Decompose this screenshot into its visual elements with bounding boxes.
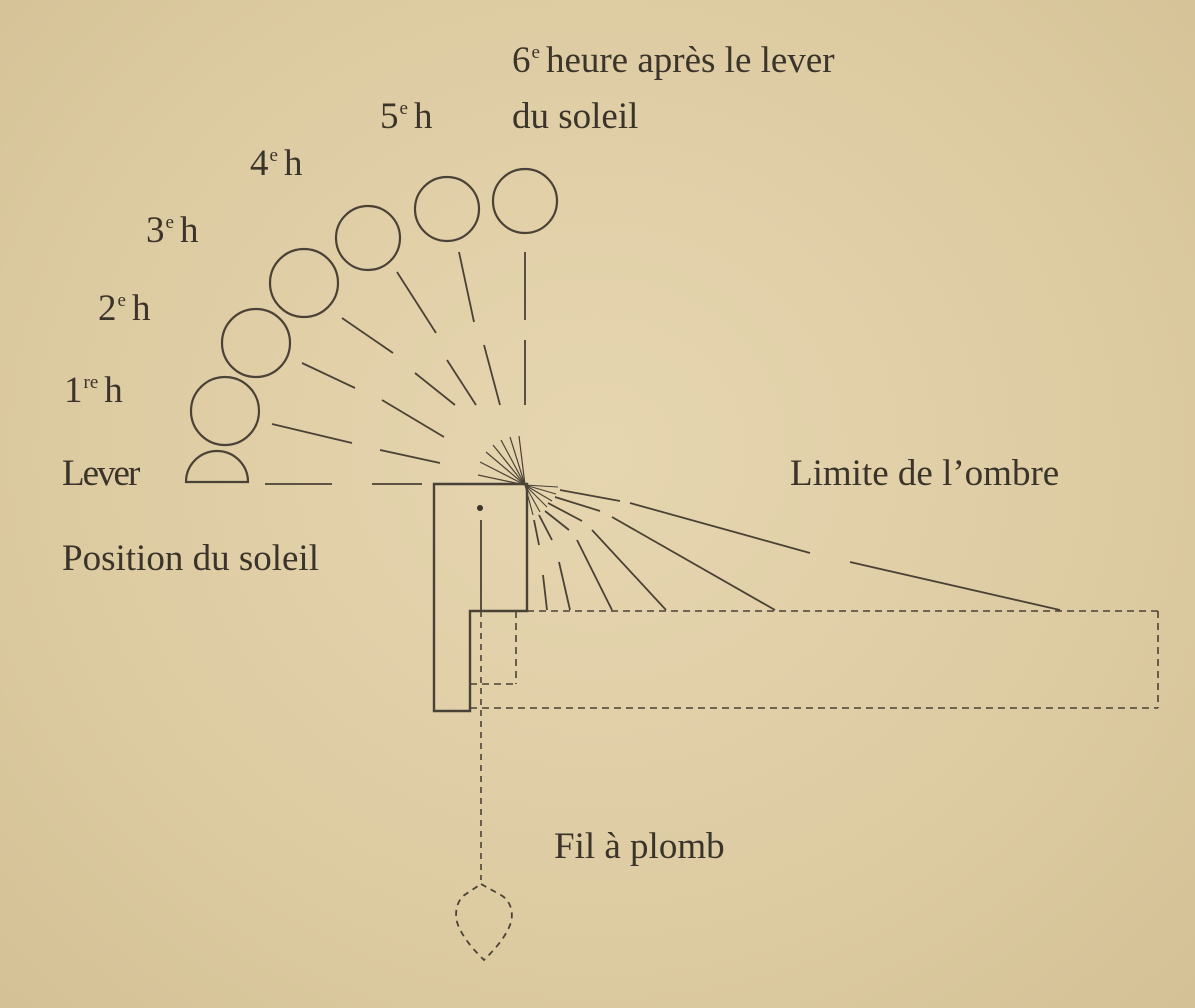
plumb-bob [455,882,513,962]
sun-hour-3 [268,247,340,319]
sun-hour-2 [220,307,292,379]
ray-convergence-fan [477,435,526,486]
label-sun-position: Position du soleil [62,538,319,579]
sun-hour-1 [189,375,261,447]
gnomon-pivot-dot [477,505,483,511]
label-sunrise: Lever [62,453,140,494]
shadow-base-dashed [470,610,1159,709]
label-hour-6-line2: du soleil [512,96,639,137]
incoming-rays [265,251,526,485]
sun-sunrise-half [184,449,250,484]
tip-burst [524,484,559,516]
sun-hour-6 [491,167,559,235]
gnomon-body [432,482,529,713]
shadow-rays [533,489,1061,611]
sun-hour-4 [334,204,402,272]
label-shadow-limit: Limite de l’ombre [790,453,1060,494]
sun-hour-5 [413,175,481,243]
label-plumb-line: Fil à plomb [554,826,725,867]
